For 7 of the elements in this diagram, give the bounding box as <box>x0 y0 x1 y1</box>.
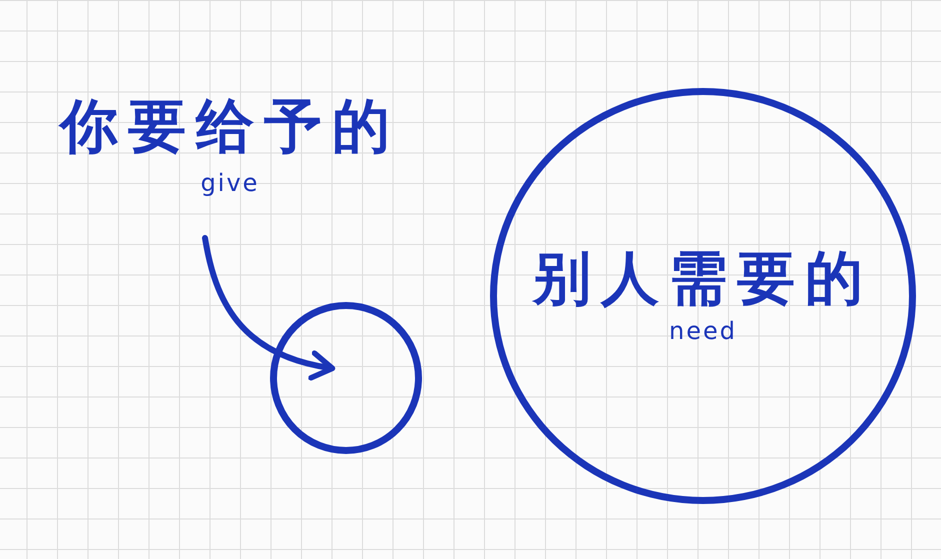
curved-arrow <box>202 235 336 380</box>
circle <box>490 88 916 504</box>
subtitle-text: need <box>669 316 737 346</box>
subtitle-text: give <box>200 168 260 198</box>
circle <box>270 302 422 454</box>
heading-text: 你要给予的 <box>60 95 400 159</box>
heading-text: 别人需要的 <box>533 246 873 310</box>
